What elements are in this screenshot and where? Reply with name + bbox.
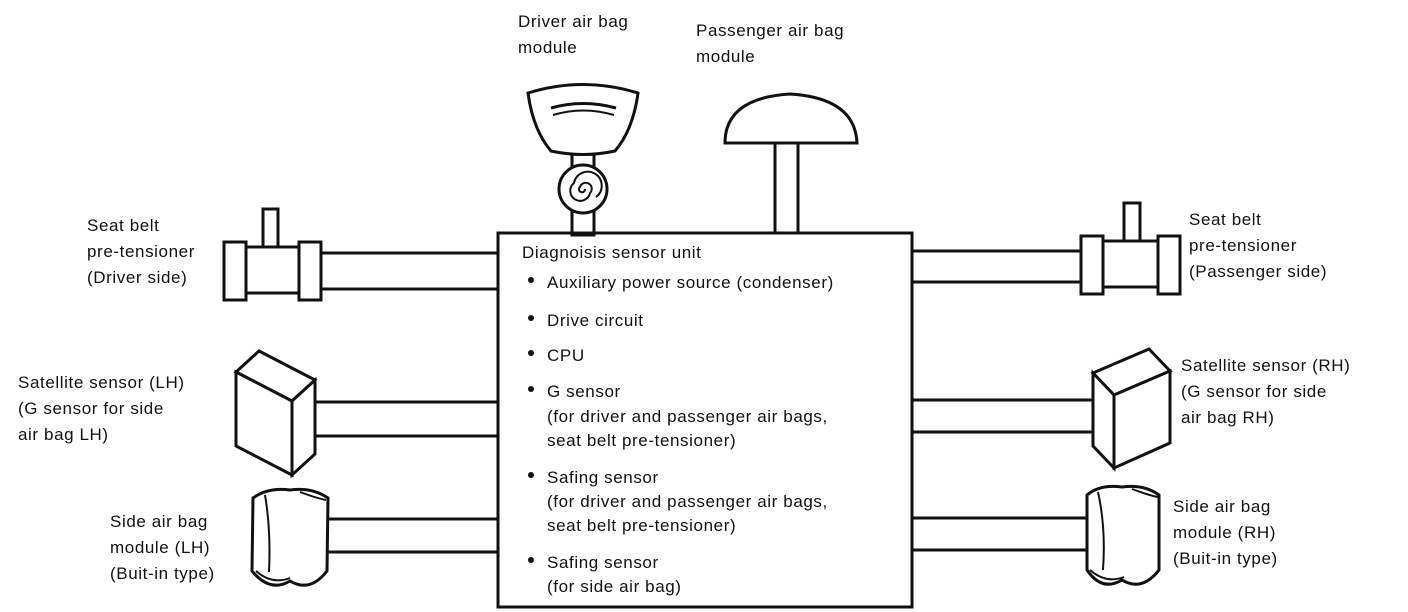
unit-item-safing-sensor-1-detail-2: seat belt pre-tensioner): [547, 516, 737, 535]
bullet: [528, 386, 534, 392]
seatbelt-passenger-label: Seat belt pre-tensioner (Passenger side): [1189, 210, 1328, 281]
unit-item-drive-circuit: Drive circuit: [547, 311, 644, 330]
side-airbag-rh-label: Side air bag module (RH) (Buit-in type): [1173, 497, 1278, 568]
bullet: [528, 315, 534, 321]
diagnosis-unit-box: [496, 231, 914, 609]
unit-item-safing-sensor-2: Safing sensor: [547, 553, 659, 572]
unit-item-g-sensor-detail-2: seat belt pre-tensioner): [547, 431, 737, 450]
bullet: [528, 472, 534, 478]
unit-item-safing-sensor-1-detail-1: (for driver and passenger air bags,: [547, 492, 828, 511]
passenger-airbag-label: Passenger air bag module: [696, 21, 845, 66]
seatbelt-driver-label: Seat belt pre-tensioner (Driver side): [87, 216, 195, 287]
unit-item-safing-sensor-2-detail: (for side air bag): [547, 577, 682, 596]
satellite-sensor-lh-shape: [233, 349, 318, 479]
bullet: [528, 557, 534, 563]
unit-item-g-sensor-detail-1: (for driver and passenger air bags,: [547, 407, 828, 426]
driver-airbag-shape: [526, 83, 640, 237]
seatbelt-passenger-shape: [1079, 201, 1182, 296]
driver-airbag-label: Driver air bag module: [518, 12, 629, 57]
bullet: [528, 350, 534, 356]
unit-item-aux-power: Auxiliary power source (condenser): [547, 273, 834, 292]
satellite-sensor-lh-label: Satellite sensor (LH) (G sensor for side…: [18, 373, 185, 444]
side-airbag-lh-label: Side air bag module (LH) (Buit-in type): [110, 512, 215, 583]
seatbelt-driver-shape: [222, 207, 323, 302]
unit-item-cpu: CPU: [547, 346, 585, 365]
satellite-sensor-rh-label: Satellite sensor (RH) (G sensor for side…: [1181, 356, 1351, 427]
side-airbag-rh-shape: [1085, 484, 1161, 586]
satellite-sensor-rh-shape: [1090, 347, 1173, 472]
unit-item-safing-sensor-1: Safing sensor: [547, 468, 659, 487]
side-airbag-lh-shape: [250, 487, 330, 587]
diagnosis-unit-title: Diagnoisis sensor unit: [522, 243, 702, 262]
bullet: [528, 277, 534, 283]
passenger-airbag-shape: [723, 92, 859, 235]
harness-lines: [315, 249, 1093, 554]
unit-item-g-sensor: G sensor: [547, 382, 621, 401]
